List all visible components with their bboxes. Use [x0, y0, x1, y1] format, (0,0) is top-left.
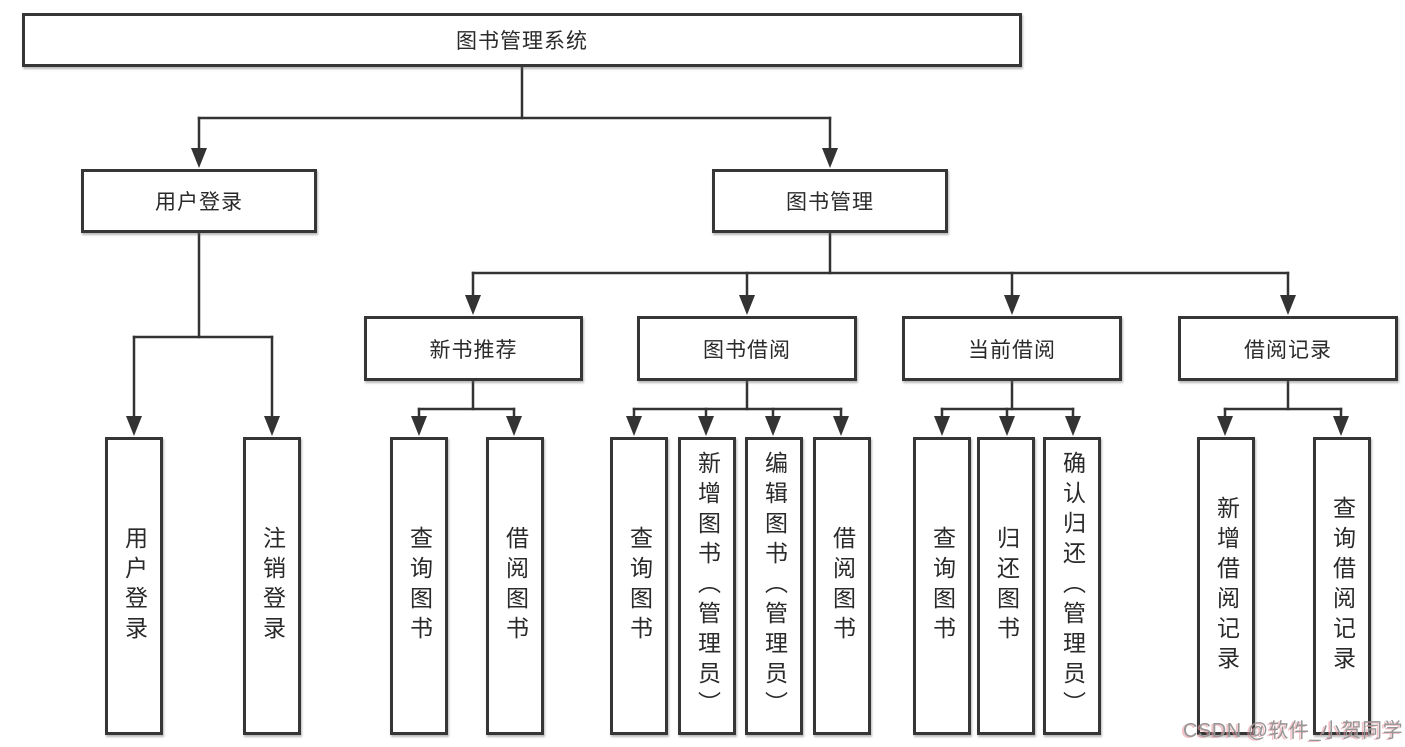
leaf-add-book-admin: 新增图书（管理员） — [678, 437, 736, 735]
leaf-query-borrow-record: 查询借阅记录 — [1313, 437, 1371, 735]
node-new-book-recommend: 新书推荐 — [364, 316, 583, 381]
leaf-query-books-recommend: 查询图书 — [390, 437, 448, 735]
leaf-user-login: 用户登录 — [105, 437, 163, 735]
node-book-borrow: 图书借阅 — [637, 316, 857, 381]
leaf-query-books-borrow: 查询图书 — [610, 437, 668, 735]
leaf-query-books-current: 查询图书 — [913, 437, 971, 735]
watermark-text: CSDN @软件_小贺同学 — [1183, 720, 1404, 742]
node-current-borrow: 当前借阅 — [902, 316, 1122, 381]
leaf-return-books: 归还图书 — [977, 437, 1035, 735]
leaf-confirm-return-admin: 确认归还（管理员） — [1043, 437, 1101, 735]
leaf-logout: 注销登录 — [243, 437, 301, 735]
leaf-add-borrow-record: 新增借阅记录 — [1197, 437, 1255, 735]
node-borrow-records: 借阅记录 — [1178, 316, 1398, 381]
node-library-management-system: 图书管理系统 — [22, 13, 1022, 67]
leaf-edit-book-admin: 编辑图书（管理员） — [745, 437, 803, 735]
leaf-borrow-books: 借阅图书 — [813, 437, 871, 735]
node-book-management: 图书管理 — [712, 169, 948, 233]
node-user-login: 用户登录 — [81, 169, 317, 233]
leaf-borrow-books-recommend: 借阅图书 — [486, 437, 544, 735]
